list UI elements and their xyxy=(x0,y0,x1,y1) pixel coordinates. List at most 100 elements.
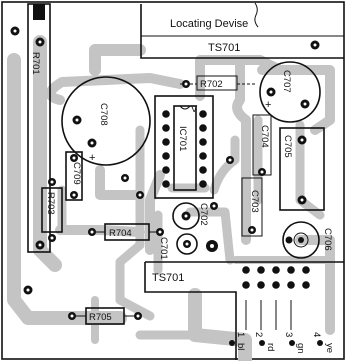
pad-hole xyxy=(138,193,142,197)
pad xyxy=(242,281,250,289)
ic701-pin1-mark: V xyxy=(191,104,198,115)
pad-hole xyxy=(250,228,254,232)
r705-label: R705 xyxy=(89,312,112,323)
terminal-pad xyxy=(317,340,323,346)
pin xyxy=(162,180,170,188)
c708-label: C708 xyxy=(98,103,109,126)
ts701-bottom-pads xyxy=(242,266,310,289)
c705-label: C705 xyxy=(282,135,293,158)
pad xyxy=(302,281,310,289)
r702-label: R702 xyxy=(200,79,223,90)
r702-outline xyxy=(196,75,238,91)
c703-outline xyxy=(241,177,263,237)
r704-label: R704 xyxy=(109,228,132,239)
c703-label: C703 xyxy=(249,190,260,213)
ic701-pins xyxy=(162,110,207,188)
pad xyxy=(285,236,293,244)
c701-outline xyxy=(176,233,198,255)
terminal-4: 4 ye xyxy=(311,332,335,353)
pad-hole xyxy=(300,138,304,142)
c702-label: C702 xyxy=(198,203,209,226)
ic701-body xyxy=(173,105,197,191)
pad xyxy=(287,266,295,274)
pin xyxy=(199,166,207,174)
terminal-2: 2 rd xyxy=(253,332,276,351)
pad-hole xyxy=(26,288,30,292)
terminal-3: 3 gn xyxy=(283,332,306,354)
pad-hole xyxy=(70,314,74,318)
ts701-top-label: TS701 xyxy=(208,42,240,54)
pad xyxy=(298,237,304,243)
r701-cap xyxy=(33,4,45,20)
ts701-bottom-label: TS701 xyxy=(152,272,184,284)
c706-inner xyxy=(293,232,309,248)
terminal-pad xyxy=(229,340,235,346)
pad-hole xyxy=(90,141,94,145)
pin xyxy=(199,138,207,146)
pad xyxy=(242,266,250,274)
pad-hole xyxy=(158,230,162,234)
c707-outline xyxy=(259,61,321,123)
terminal-color: gn xyxy=(295,343,306,354)
pad-hole xyxy=(72,156,76,160)
pad-hole xyxy=(184,82,188,86)
r701-label: R701 xyxy=(30,52,41,75)
c707-plus-label: + xyxy=(265,99,271,111)
c705-outline xyxy=(279,127,325,211)
r703-label: R703 xyxy=(45,192,56,215)
pin xyxy=(162,166,170,174)
terminal-number: 2 xyxy=(253,332,264,337)
ic701-outer-outline xyxy=(154,95,214,199)
c706-label: C706 xyxy=(322,228,333,251)
ts701-bottom-outline xyxy=(144,262,237,360)
pad-hole xyxy=(313,43,317,47)
c706-outline xyxy=(282,221,320,259)
pad-hole xyxy=(303,102,307,106)
pin xyxy=(199,110,207,118)
terminal-number: 3 xyxy=(283,332,294,337)
pad-hole xyxy=(210,244,214,248)
pad-hole xyxy=(136,314,140,318)
pin xyxy=(162,110,170,118)
terminal-number: 4 xyxy=(311,332,322,337)
ts701-top-outline xyxy=(140,4,344,59)
pad-hole xyxy=(228,158,232,162)
locating-device-label: Locating Devise xyxy=(170,18,248,30)
pad-hole xyxy=(13,29,17,33)
c708-plus-label: + xyxy=(89,152,95,164)
ic701-label: IC701 xyxy=(177,126,188,151)
terminal-color: bl xyxy=(235,343,246,350)
pad xyxy=(272,266,280,274)
pad xyxy=(272,281,280,289)
c704-label: C704 xyxy=(259,125,270,148)
pad-hole xyxy=(75,118,79,122)
pad-hole xyxy=(38,243,42,247)
terminal-1: 1 bl xyxy=(229,332,246,350)
pad-hole xyxy=(38,40,42,44)
pad xyxy=(287,281,295,289)
pin xyxy=(199,152,207,160)
c709-outline xyxy=(65,151,83,201)
pin xyxy=(162,138,170,146)
r703-outline xyxy=(41,187,63,233)
pad-hole xyxy=(72,193,76,197)
pad-hole xyxy=(269,90,273,94)
pad-hole xyxy=(184,214,188,218)
pad xyxy=(302,266,310,274)
pin xyxy=(162,152,170,160)
pad-hole xyxy=(185,242,189,246)
c709-label: C709 xyxy=(71,162,82,185)
c702-outline xyxy=(172,202,200,230)
terminal-color: ye xyxy=(324,343,335,353)
c701-label: C701 xyxy=(158,237,169,260)
c708-outline xyxy=(61,76,151,166)
ic701-notch xyxy=(179,105,191,110)
pin xyxy=(162,124,170,132)
pad-hole xyxy=(50,180,54,184)
locating-device-mark xyxy=(254,2,259,28)
pin xyxy=(199,124,207,132)
pad-hole xyxy=(212,204,216,208)
c707-label: C707 xyxy=(281,70,292,93)
